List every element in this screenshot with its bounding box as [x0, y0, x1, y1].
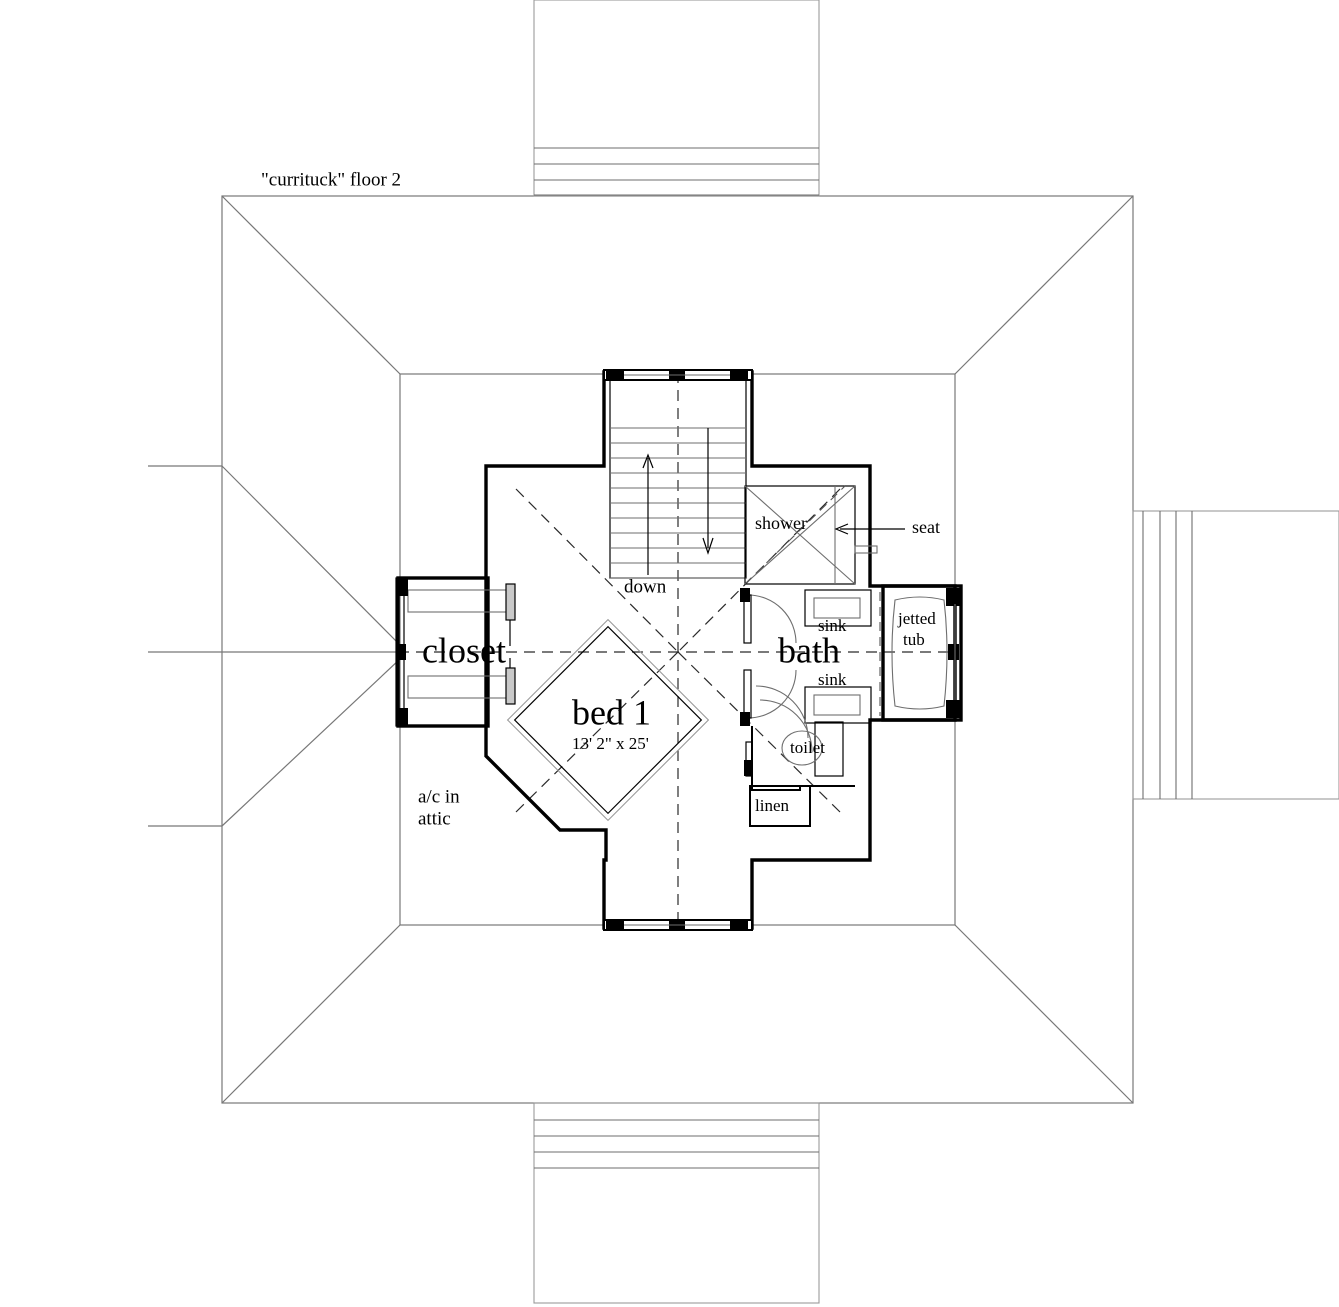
bed-1-group: bed 1 13' 2" x 25'	[506, 618, 710, 822]
bed-1-outline-inner	[513, 625, 703, 815]
ridge-diag-sw	[515, 651, 679, 813]
bed-1-outline-outer	[506, 618, 710, 822]
roof-hip-sw	[221, 924, 401, 1104]
wc-door-swing-2	[759, 699, 813, 753]
west-eave-lines-group	[148, 465, 401, 827]
closet-window-jamb-top	[396, 578, 408, 596]
closet-door-jamb-lower	[505, 667, 516, 705]
bath-doors-group	[740, 588, 797, 726]
toilet-tank	[814, 721, 844, 777]
south-porch-group	[533, 1102, 820, 1304]
closet-group: closet	[395, 576, 516, 728]
south-window-jamb-left	[606, 919, 624, 931]
shower-enclosure	[744, 485, 856, 585]
stair-up-arrow-head	[642, 453, 654, 469]
west-valley-lower	[221, 658, 401, 827]
seat-label: seat	[912, 517, 940, 537]
shower-group: shower	[744, 485, 878, 585]
tub-window-jamb-top	[946, 588, 960, 606]
shower-label: shower	[755, 513, 807, 533]
closet-window-jamb-bottom	[396, 708, 408, 726]
jetted-tub-group: jetted tub	[879, 584, 963, 722]
seat-callout-group: seat	[834, 517, 940, 537]
linen-cabinet	[749, 785, 811, 827]
linen-group: linen	[749, 785, 811, 827]
hall-door-group	[744, 741, 753, 777]
south-porch	[533, 1102, 820, 1304]
vanity-group: sink sink	[804, 589, 872, 724]
bath-door-jamb-lower	[740, 712, 750, 726]
ac-note-group: a/c in attic	[418, 786, 460, 829]
south-window-jamb-right	[730, 919, 748, 931]
bath-door-swing-lower	[747, 669, 797, 719]
sink-basin-lower	[813, 694, 861, 716]
sink-lower-label: sink	[818, 670, 847, 689]
ridge-diag-se	[677, 651, 841, 813]
jetted-tub-label-line1: jetted	[897, 609, 936, 628]
jetted-tub-basin	[891, 596, 948, 710]
closet-shelf-upper	[407, 589, 513, 613]
bath-door-jamb-upper	[740, 588, 750, 602]
toilet-label: toilet	[790, 738, 825, 757]
drawing-title: "currituck" floor 2	[261, 169, 401, 190]
stair-treads	[610, 427, 746, 579]
hall-door-panel	[745, 741, 753, 777]
tub-window-jamb-bottom	[946, 700, 960, 718]
interior-wall-shell	[484, 370, 957, 930]
east-porch	[1132, 510, 1339, 800]
seat-leader-arrow	[834, 523, 849, 535]
south-window-wall-group	[603, 919, 753, 931]
wc-door-swing	[755, 685, 809, 739]
closet-window-jamb-mid	[396, 644, 406, 660]
closet-shelf-lower	[407, 675, 513, 699]
north-window-jamb-right	[730, 369, 748, 381]
stair-down-arrow-head	[702, 537, 714, 555]
north-porch-group	[533, 0, 820, 197]
sink-basin-upper	[813, 597, 861, 619]
bath-door-panel-lower	[743, 669, 752, 719]
ac-note-line2: attic	[418, 808, 451, 829]
main-wall-outline	[484, 370, 957, 930]
jetted-tub-label-line2: tub	[903, 630, 925, 649]
shower-diag-b	[744, 485, 856, 585]
shower-drain-sill	[854, 545, 878, 554]
north-window-jamb-left	[606, 369, 624, 381]
north-porch	[533, 0, 820, 197]
bed-1-dimensions: 13' 2" x 25'	[572, 734, 649, 753]
hall-door-jamb	[744, 760, 753, 776]
bath-label: bath	[778, 630, 840, 670]
east-porch-group	[1132, 510, 1339, 800]
ac-note-line1: a/c in	[418, 786, 460, 807]
shower-seat-diag	[744, 485, 846, 585]
staircase-group: down	[609, 377, 747, 597]
bath-door-panel-upper	[743, 594, 752, 644]
roof-hip-ne	[954, 195, 1134, 375]
sink-upper-label: sink	[818, 616, 847, 635]
linen-label: linen	[755, 796, 789, 815]
bath-group: bath	[778, 630, 840, 670]
vanity-lower-counter	[804, 686, 872, 724]
vanity-upper-counter	[804, 589, 872, 627]
tub-window-jamb-mid	[948, 644, 959, 660]
roof-hip-se	[954, 924, 1134, 1104]
west-valley-upper	[221, 465, 401, 646]
bed-1-label: bed 1	[572, 692, 651, 732]
closet-label: closet	[422, 630, 506, 670]
tub-alcove	[881, 584, 963, 722]
toilet-group: toilet	[781, 721, 844, 777]
toilet-bowl	[781, 730, 823, 766]
wc-wall	[751, 726, 855, 791]
north-window-wall-group	[603, 369, 753, 381]
closet-door-jamb-upper	[505, 583, 516, 621]
bath-door-swing-upper	[747, 594, 797, 644]
roof-hip-nw	[221, 195, 401, 375]
stairs-down-label: down	[624, 576, 667, 597]
ridge-diag-nw	[515, 488, 679, 653]
